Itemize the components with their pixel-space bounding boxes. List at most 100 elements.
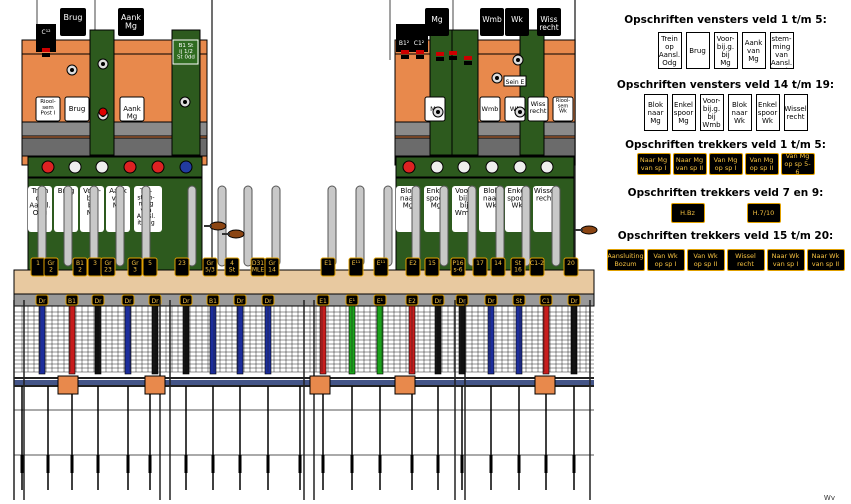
lever-number-tag	[142, 257, 158, 277]
signal-rod	[209, 305, 217, 375]
lamp-button-icon	[179, 160, 193, 174]
lever-number-label: 1	[36, 260, 40, 267]
lower-tag-label: Dr	[124, 298, 132, 305]
rod-end	[184, 455, 188, 473]
legend-heading-pullers-1-5: Opschriften trekkers veld 1 t/m 5:	[625, 139, 826, 151]
legend-window: Enkel spoor Wk	[755, 94, 780, 131]
rod-end	[544, 455, 548, 473]
dial-center-icon	[183, 100, 187, 104]
lower-tag-label: E2	[408, 298, 416, 305]
window-label: Voor- bij.g. bij Mg	[716, 34, 735, 67]
house-window	[35, 96, 61, 122]
indicator-box	[503, 75, 527, 87]
block-house-base-right	[394, 137, 576, 157]
lower-tag	[179, 294, 193, 306]
legend-window: Voor- bij.g. bij Wmb	[699, 94, 724, 131]
lever-number-tag	[224, 257, 240, 277]
lower-tag	[567, 294, 581, 306]
lower-tag-label: Dr	[487, 298, 495, 305]
legend-window: Voor- bij.g. bij Mg	[713, 32, 738, 69]
lower-tag-label: Dr	[236, 298, 244, 305]
legend-heading-windows-14-19: Opschriften vensters veld 14 t/m 19:	[616, 79, 835, 91]
lever-number-tag	[373, 257, 389, 277]
rod-end	[96, 455, 100, 473]
instrument-column	[519, 29, 545, 156]
legend-heading-pullers-15-20: Opschriften trekkers veld 15 t/m 20:	[617, 230, 834, 242]
lever-handle	[411, 185, 421, 267]
crank-knob-icon	[209, 221, 227, 231]
blocking-flag	[42, 48, 50, 52]
lamp-button-icon	[430, 160, 444, 174]
crank-knob-icon	[580, 225, 598, 235]
lever-number-label: E¹¹	[377, 260, 386, 267]
lever-number-tag	[490, 257, 506, 277]
lever-handle	[63, 185, 73, 267]
top-window-tag	[60, 8, 86, 36]
lower-tag-label: Dr	[151, 298, 159, 305]
rod-end	[298, 455, 302, 473]
lower-tag	[261, 294, 275, 306]
legend-puller-tag: Naar Mg van sp I	[636, 153, 671, 175]
rod-end	[436, 455, 440, 473]
blocking-flag	[401, 55, 409, 59]
instrument-column	[89, 29, 115, 156]
rod-end	[211, 455, 215, 473]
blocking-flag	[464, 56, 472, 60]
lower-tag	[233, 294, 247, 306]
lamp-button-icon	[68, 160, 82, 174]
top-window-tag	[505, 8, 529, 36]
signal-rod	[38, 305, 46, 375]
signal-rod	[151, 305, 159, 375]
lever-number-label: 15	[428, 260, 436, 267]
counterweight	[534, 375, 556, 395]
lever-handle	[521, 185, 531, 267]
legend-window: Enkel spoor Mg	[671, 94, 696, 131]
signal-rod	[515, 305, 523, 375]
lever-number-tag	[72, 257, 88, 277]
lower-tag	[316, 294, 330, 306]
lever-handle	[439, 185, 449, 267]
lever-handle	[495, 185, 505, 267]
lower-tag-label: Dr	[434, 298, 442, 305]
legend-window: Toe- stem- ming van Aansl. it.Odg	[769, 32, 794, 69]
lever-handle	[243, 185, 253, 267]
signal-rod	[94, 305, 102, 375]
lamp-button-icon	[485, 160, 499, 174]
top-window-label: Mg	[431, 15, 442, 24]
rod-end	[238, 455, 242, 473]
signal-rod	[236, 305, 244, 375]
rod-end	[70, 455, 74, 473]
signal-rod	[68, 305, 76, 375]
lower-tag	[431, 294, 445, 306]
instrument-column	[429, 29, 453, 156]
rod-end	[20, 455, 24, 473]
lamp-button-icon	[95, 160, 109, 174]
window-label: Brug	[689, 46, 706, 55]
author-signature: Wv	[823, 494, 835, 502]
lever-handle	[89, 185, 99, 267]
window-label: Wissel recht	[784, 104, 807, 121]
lamp-button-icon	[540, 160, 554, 174]
legend-heading-pullers-7-9: Opschriften trekkers veld 7 en 9:	[627, 187, 824, 199]
legend-window: Blok naar Mg	[643, 94, 668, 131]
signal-rod	[376, 305, 384, 375]
blocking-flag	[464, 61, 472, 65]
house-window	[479, 96, 501, 122]
lever-handle	[467, 185, 477, 267]
lever-number-label: 5	[148, 260, 152, 267]
lever-number-label: 20	[567, 260, 575, 267]
window-label: Voor- bij.g. bij Wmb	[702, 96, 721, 129]
